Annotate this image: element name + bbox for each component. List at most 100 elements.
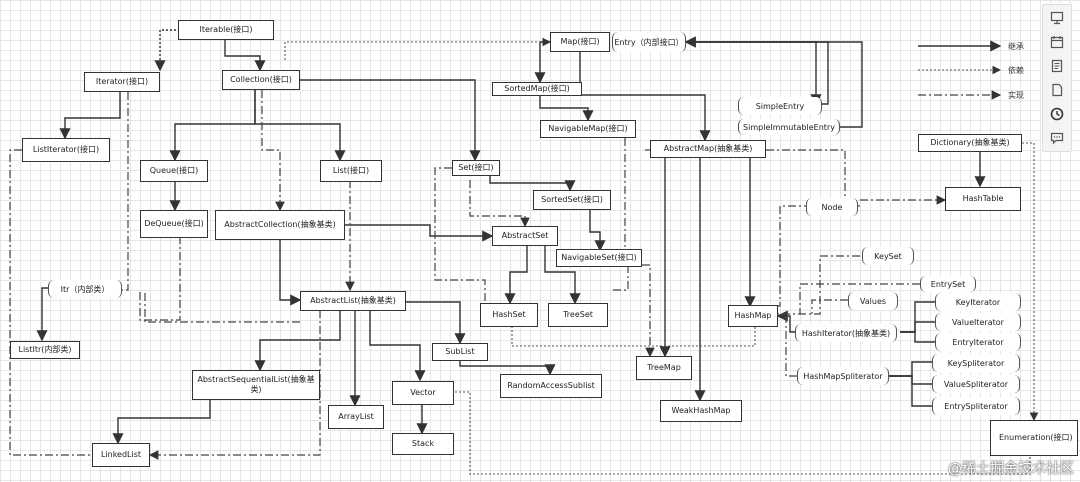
- edge-spliterator-value: [888, 375, 932, 385]
- edge-simpleentry-entry: [684, 36, 829, 105]
- edge-dep-vector-enumeration: [455, 391, 1031, 475]
- edge-impl-abstractmap-node: [766, 149, 860, 207]
- node-entry-iterator[interactable]: EntryIterator: [935, 333, 1021, 351]
- node-set[interactable]: Set(接口): [452, 160, 500, 176]
- edge-abssequential-linkedlist: [112, 400, 211, 445]
- node-node[interactable]: Node: [806, 198, 858, 216]
- node-listitr[interactable]: ListItr(内部类): [10, 341, 80, 359]
- history-icon[interactable]: [1048, 105, 1066, 123]
- node-hashmap[interactable]: HashMap: [728, 305, 778, 327]
- node-sublist[interactable]: SubList: [432, 343, 488, 361]
- node-treemap[interactable]: TreeMap: [636, 356, 692, 380]
- page-icon[interactable]: [1048, 81, 1066, 99]
- node-hashmap-spliterator[interactable]: HashMapSpliterator: [797, 367, 889, 385]
- edge-hashiterator-hashmap: [776, 310, 795, 333]
- edge-abscoll-absset: [345, 224, 494, 242]
- edge-abscoll-abslist: [279, 240, 302, 306]
- edge-impl-spliterator: [785, 316, 797, 377]
- edge-iterable-collection: [224, 40, 266, 72]
- node-navigable-map[interactable]: NavigableMap(接口): [540, 120, 636, 138]
- edge-impl-collection-abscoll: [261, 90, 285, 212]
- edge-dep-collection-map: [284, 37, 552, 60]
- node-entry[interactable]: Entry（内部接口）: [612, 32, 686, 52]
- edge-sublist-randomaccess: [459, 360, 556, 376]
- edge-spliterator-entry: [888, 375, 932, 407]
- node-list-iterator[interactable]: ListIterator(接口): [22, 138, 110, 162]
- edge-absset-treeset: [544, 246, 581, 305]
- edge-absset-hashset: [504, 246, 528, 305]
- node-values[interactable]: Values: [848, 292, 898, 310]
- node-abstract-set[interactable]: AbstractSet: [492, 226, 558, 246]
- node-vector[interactable]: Vector: [392, 381, 454, 405]
- node-iterable[interactable]: Iterable(接口): [178, 20, 274, 40]
- legend: [918, 40, 1002, 100]
- node-sorted-set[interactable]: SortedSet(接口): [533, 190, 611, 210]
- node-weak-hashmap[interactable]: WeakHashMap: [660, 400, 742, 422]
- edge-impl-navset-treeset: [612, 265, 629, 291]
- node-hash-iterator[interactable]: HashIterator(抽象基类): [795, 324, 897, 342]
- legend-inherit-label: 继承: [1008, 42, 1024, 51]
- edge-impl-entryset: [799, 283, 920, 314]
- node-abstract-list[interactable]: AbstractList(抽象基类): [300, 291, 406, 311]
- edge-hashiterator-entryiter: [900, 331, 935, 343]
- node-keyset[interactable]: KeySet: [862, 247, 914, 265]
- node-entry-spliterator[interactable]: EntrySpliterator: [932, 397, 1020, 415]
- node-list[interactable]: List(接口): [320, 160, 382, 182]
- edge-abslist-abssequential: [254, 310, 341, 372]
- node-enumeration[interactable]: Enumeration(接口): [990, 420, 1078, 456]
- present-icon[interactable]: [1048, 9, 1066, 27]
- edge-spliterator-key: [888, 361, 932, 377]
- node-value-spliterator[interactable]: ValueSpliterator: [932, 375, 1020, 393]
- node-simple-immutable-entry[interactable]: SimpleImmutableEntry: [738, 119, 840, 135]
- right-toolbar: [1042, 4, 1072, 152]
- node-hashtable[interactable]: HashTable: [945, 187, 1021, 211]
- edge-impl-values: [811, 299, 848, 314]
- notes-icon[interactable]: [1048, 57, 1066, 75]
- node-dictionary[interactable]: Dictionary(抽象基类): [918, 134, 1022, 152]
- edge-impl-set-absset: [469, 180, 530, 228]
- edge-impl-listiterator-listitr: [9, 149, 92, 456]
- calendar-icon[interactable]: [1048, 33, 1066, 51]
- edge-sortedset-navset: [589, 210, 606, 252]
- edge-map-abstractmap: [579, 52, 711, 142]
- watermark: @稀土掘金技术社区: [948, 461, 1074, 477]
- node-stack[interactable]: Stack: [392, 433, 454, 455]
- edge-collection-list: [254, 90, 346, 162]
- node-navigable-set[interactable]: NavigableSet(接口): [556, 249, 642, 267]
- edge-iterator-listiterator: [59, 92, 121, 140]
- node-abstract-map[interactable]: AbstractMap(抽象基类): [650, 140, 766, 158]
- node-abstract-collection[interactable]: AbstractCollection(抽象基类): [215, 210, 345, 240]
- node-queue[interactable]: Queue(接口): [140, 160, 208, 182]
- node-itr[interactable]: Itr（内部类）: [48, 280, 122, 298]
- edge-impl-abslist-itr: [144, 290, 300, 323]
- edge-impl-list-linkedlist: [148, 310, 321, 460]
- node-value-iterator[interactable]: ValueIterator: [935, 313, 1021, 331]
- edge-abslist-vector: [369, 310, 426, 382]
- node-iterator[interactable]: Iterator(接口): [84, 72, 160, 92]
- node-key-iterator[interactable]: KeyIterator: [935, 293, 1021, 311]
- legend-implement-label: 实现: [1008, 91, 1024, 100]
- node-hashset[interactable]: HashSet: [480, 303, 538, 327]
- node-entryset[interactable]: EntrySet: [920, 276, 976, 292]
- edge-iterable-iterator: [154, 29, 180, 72]
- node-random-access-sublist[interactable]: RandomAccessSublist: [500, 374, 602, 398]
- edge-impl-dequeue-linkedlist: [139, 236, 181, 321]
- edge-set-sortedset: [489, 175, 576, 192]
- node-abstract-sequential-list[interactable]: AbstractSequentialList(抽象基类): [192, 370, 320, 400]
- node-map[interactable]: Map(接口): [550, 32, 610, 52]
- edge-impl-navmap-treemap: [624, 138, 655, 358]
- edge-entry-simpleentry: [690, 41, 822, 106]
- edge-impl-hashmap-node: [760, 205, 806, 307]
- node-treeset[interactable]: TreeSet: [548, 303, 608, 327]
- edge-impl-keyset: [778, 255, 860, 315]
- node-sorted-map[interactable]: SortedMap(接口): [492, 82, 582, 96]
- node-key-spliterator[interactable]: KeySpliterator: [932, 354, 1020, 372]
- comment-icon[interactable]: [1048, 129, 1066, 147]
- node-dequeue[interactable]: DeQueue(接口): [140, 210, 208, 238]
- node-collection[interactable]: Collection(接口): [222, 70, 300, 90]
- node-arraylist[interactable]: ArrayList: [328, 405, 384, 429]
- node-simple-entry[interactable]: SimpleEntry: [738, 97, 822, 115]
- edge-impl-set-hashset: [434, 167, 486, 303]
- node-linked-list[interactable]: LinkedList: [92, 443, 150, 467]
